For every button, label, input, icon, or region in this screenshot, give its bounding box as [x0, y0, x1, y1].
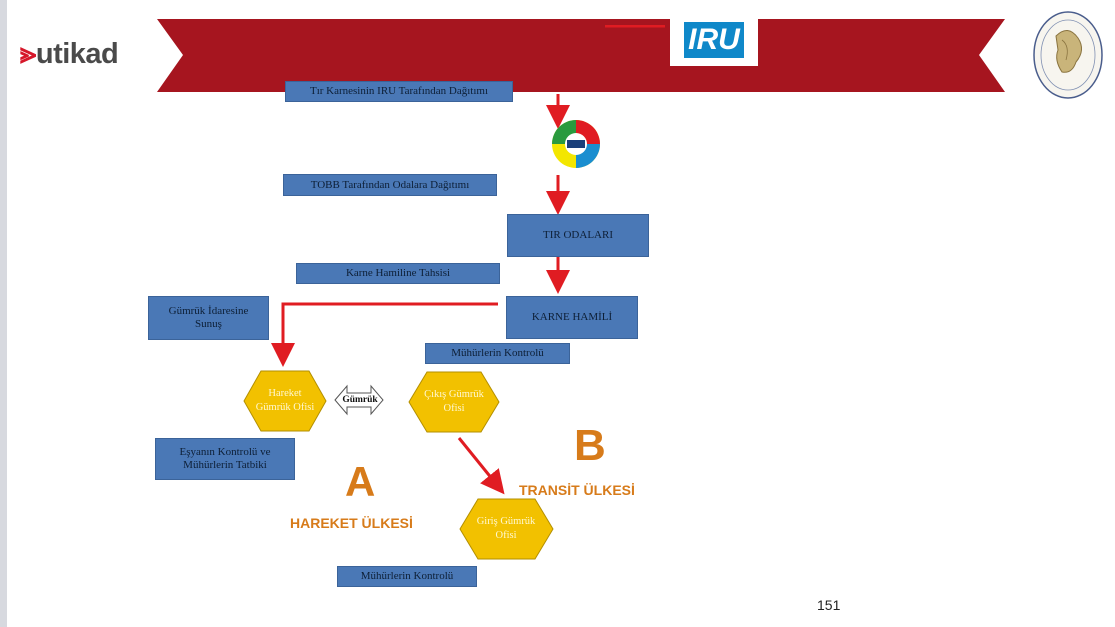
page-number: 151 — [817, 597, 841, 613]
iru-logo: IRU — [670, 14, 758, 66]
box-gumruk-idaresine-sunus: Gümrük İdaresine Sunuş — [148, 296, 269, 340]
box-tir-odalari: TIR ODALARI — [507, 214, 649, 257]
box-iru-distribution: Tır Karnesinin IRU Tarafından Dağıtımı — [285, 81, 513, 102]
double-arrow-icon — [334, 384, 384, 416]
hex-hareket-gumruk — [243, 370, 327, 432]
box-tobb-distribution: TOBB Tarafından Odalara Dağıtımı — [283, 174, 497, 196]
gumruk-label: Gümrük — [342, 395, 378, 405]
banner-ribbon — [157, 19, 1005, 92]
arrow-hamil-to-hareket — [271, 302, 498, 367]
letter-b: B — [574, 421, 606, 470]
transit-ulkesi-label: TRANSİT ÜLKESİ — [519, 482, 635, 498]
hex-giris-gumruk-label: Giriş Gümrük Ofisi — [476, 515, 536, 541]
slide: { "header": { "logo_text": "utikad", "ir… — [7, 0, 1115, 627]
university-seal — [1033, 11, 1103, 99]
box-karne-hamili: KARNE HAMİLİ — [506, 296, 638, 339]
banner-accent-line — [605, 25, 665, 28]
utikad-logo: ⪢utikad — [20, 38, 119, 71]
arrow-cikis-to-giris — [457, 437, 505, 495]
header-banner — [157, 19, 1005, 92]
box-karne-hamiline-tahsisi: Karne Hamiline Tahsisi — [296, 263, 500, 284]
hex-hareket-gumruk-label: Hareket Gümrük Ofisi — [255, 387, 315, 413]
hex-cikis-gumruk — [408, 371, 500, 433]
flow-arrows — [271, 94, 570, 495]
hex-giris-gumruk — [459, 498, 554, 560]
hex-cikis-gumruk-label: Çıkış Gümrük Ofisi — [424, 388, 484, 414]
box-muhurlerin-kontrolu-2: Mühürlerin Kontrolü — [337, 566, 477, 587]
hareket-ulkesi-label: HAREKET ÜLKESİ — [290, 515, 413, 531]
tobb-logo — [552, 120, 600, 168]
utikad-swoosh-icon: ⪢ — [20, 38, 36, 70]
utikad-logo-text: utikad — [35, 38, 119, 70]
box-muhurlerin-kontrolu-1: Mühürlerin Kontrolü — [425, 343, 570, 364]
iru-logo-text: IRU — [684, 22, 744, 58]
box-esyanin-kontrolu: Eşyanın Kontrolü ve Mühürlerin Tatbiki — [155, 438, 295, 480]
letter-a: A — [345, 458, 376, 505]
